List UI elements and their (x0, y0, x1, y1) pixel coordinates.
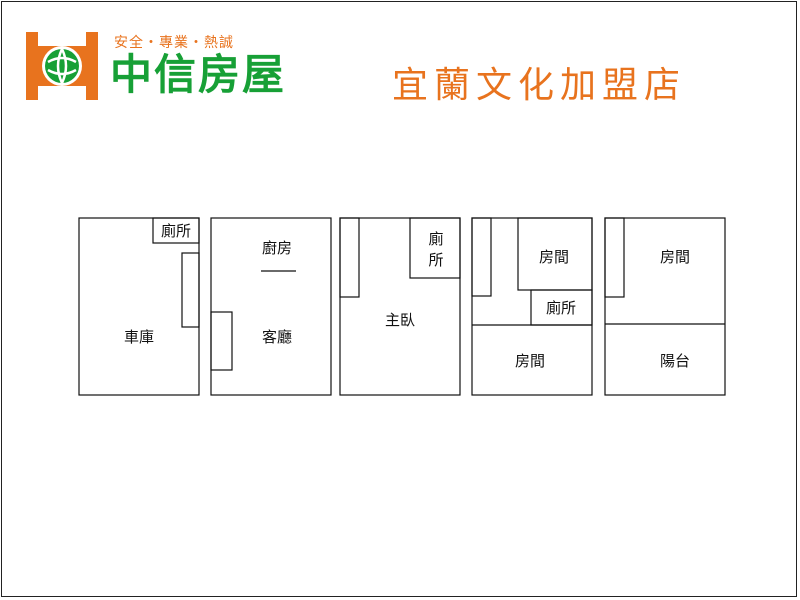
label-toilet-4: 廁所 (546, 299, 576, 317)
label-living-room: 客廳 (262, 328, 292, 346)
floor-plan-3 (339, 217, 461, 396)
toilet-room-3 (409, 217, 461, 279)
label-kitchen: 廚房 (262, 239, 292, 257)
globe-h-logo-icon (26, 32, 98, 100)
stair-5 (604, 217, 625, 298)
label-master-bedroom: 主臥 (385, 311, 415, 329)
toilet-room-1 (152, 217, 200, 244)
label-balcony: 陽台 (660, 352, 690, 370)
stair-2 (210, 311, 233, 371)
label-toilet-3-line2: 所 (428, 251, 443, 269)
floor-plan-1 (78, 217, 200, 396)
stair-1 (181, 252, 200, 328)
logo-company-name: 中信房屋 (110, 50, 287, 99)
label-room-4-bottom: 房間 (515, 352, 545, 370)
logo-slogan: 安全・專業・熱誠 (114, 35, 234, 51)
stair-3 (339, 217, 360, 298)
store-title: 宜蘭文化加盟店 (392, 65, 687, 106)
label-room-5: 房間 (660, 248, 690, 266)
floor-plan-2 (210, 217, 332, 396)
label-toilet-3-line1: 廁 (428, 230, 443, 248)
label-garage: 車庫 (124, 328, 154, 346)
floor-plan-4 (471, 217, 593, 396)
floor-plan-5 (604, 217, 726, 396)
stair-4 (471, 217, 492, 297)
brand-logo: 安全・專業・熱誠 中信房屋 (26, 32, 306, 100)
label-room-4-top: 房間 (539, 248, 569, 266)
label-toilet-1: 廁所 (161, 222, 191, 240)
